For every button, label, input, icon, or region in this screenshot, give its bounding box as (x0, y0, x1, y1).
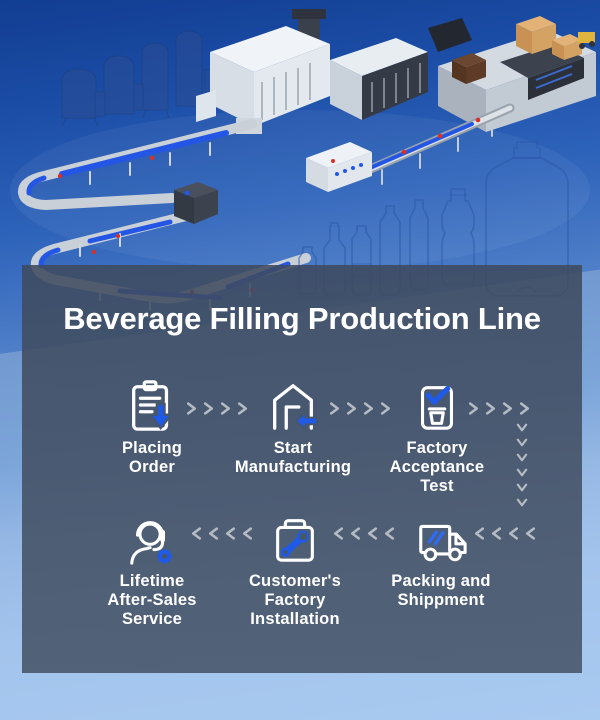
step-label-line: Factory (406, 439, 468, 457)
blue-wrench (280, 530, 309, 558)
step-label-line: Placing (121, 439, 183, 457)
chevron-right-icon (380, 402, 391, 415)
blue-speed-slashes (427, 530, 445, 546)
chevron-right-icon (186, 402, 197, 415)
blue-left-arrow (294, 410, 319, 432)
chevron-down-icon (517, 482, 528, 494)
factory-arrow-icon (273, 384, 319, 432)
step-label-line: Installation (250, 610, 340, 628)
floor-shine (10, 110, 590, 270)
checked-carton-icon (420, 385, 454, 430)
chevron-left-icon (384, 527, 395, 540)
step-label-line: Order (129, 458, 175, 476)
chevron-right-icon (468, 402, 479, 415)
chevron-right-icon (363, 402, 374, 415)
chevron-left-icon (350, 527, 361, 540)
chevron-left-icon (525, 527, 536, 540)
step-packing-and-shippment: Packing and Shippment (356, 512, 526, 610)
carton-boxes (452, 16, 582, 84)
chevron-left-icon (491, 527, 502, 540)
step-start-manufacturing: Start Manufacturing (208, 379, 378, 477)
outfeed-conveyor (345, 103, 515, 185)
filling-machine (306, 142, 372, 192)
step-label-line: Lifetime (119, 572, 185, 590)
flow-arrows-right-3 (468, 402, 530, 415)
chevron-left-icon (367, 527, 378, 540)
chevron-right-icon (237, 402, 248, 415)
chevron-right-icon (346, 402, 357, 415)
step-label-line: Customer's (248, 572, 342, 590)
flow-arrows-left-3 (191, 527, 253, 540)
chevron-right-icon (519, 402, 530, 415)
chevron-right-icon (329, 402, 340, 415)
palletizing-station (438, 16, 596, 132)
production-line-scene (10, 9, 596, 311)
chevron-left-icon (191, 527, 202, 540)
blue-down-arrow (147, 402, 174, 431)
blue-check-mark (425, 385, 451, 405)
clipboard-order-icon (132, 380, 174, 431)
step-label-line: Factory (264, 591, 326, 609)
flow-arrows-left-1 (474, 527, 536, 540)
chevron-right-icon (203, 402, 214, 415)
chevron-left-icon (225, 527, 236, 540)
step-label-line: After-Sales (107, 591, 197, 609)
step-placing-order: Placing Order (67, 379, 237, 477)
step-lifetime-after-sales-service: Lifetime After-Sales Service (67, 512, 237, 629)
chevron-right-icon (485, 402, 496, 415)
flow-arrows-right-1 (186, 402, 248, 415)
chevron-left-icon (333, 527, 344, 540)
flow-arrows-right-2 (329, 402, 391, 415)
step-factory-acceptance-test: Factory Acceptance Test (352, 379, 522, 496)
step-label-line: Manufacturing (234, 458, 352, 476)
chevron-down-icon (517, 497, 528, 509)
chevron-right-icon (502, 402, 513, 415)
step-label-line: Start (273, 439, 313, 457)
step-label-line: Shippment (397, 591, 485, 609)
step-label-line: Service (121, 610, 183, 628)
toolbox-wrench-icon (276, 519, 314, 562)
blue-gear (157, 548, 172, 564)
overlay-panel: Beverage Filling Production Line (22, 265, 582, 673)
flow-arrows-left-2 (333, 527, 395, 540)
chevron-down-icon (517, 437, 528, 449)
chevron-down-icon (517, 452, 528, 464)
chevron-left-icon (508, 527, 519, 540)
water-treatment-tanks (61, 30, 243, 127)
support-headset-gear-icon (130, 521, 172, 565)
chevron-left-icon (208, 527, 219, 540)
chevron-down-icon (517, 467, 528, 479)
labeling-machine (174, 182, 218, 224)
flow-arrows-down (516, 422, 528, 508)
chevron-right-icon (220, 402, 231, 415)
chevron-down-icon (517, 422, 528, 434)
step-label-line: Test (420, 477, 454, 495)
step-label-line: Acceptance (389, 458, 485, 476)
page-title: Beverage Filling Production Line (63, 301, 541, 336)
delivery-truck-icon (419, 524, 467, 562)
chevron-left-icon (242, 527, 253, 540)
step-customers-factory-installation: Customer's Factory Installation (210, 512, 380, 629)
chevron-left-icon (474, 527, 485, 540)
step-label-line: Packing and (391, 572, 491, 590)
